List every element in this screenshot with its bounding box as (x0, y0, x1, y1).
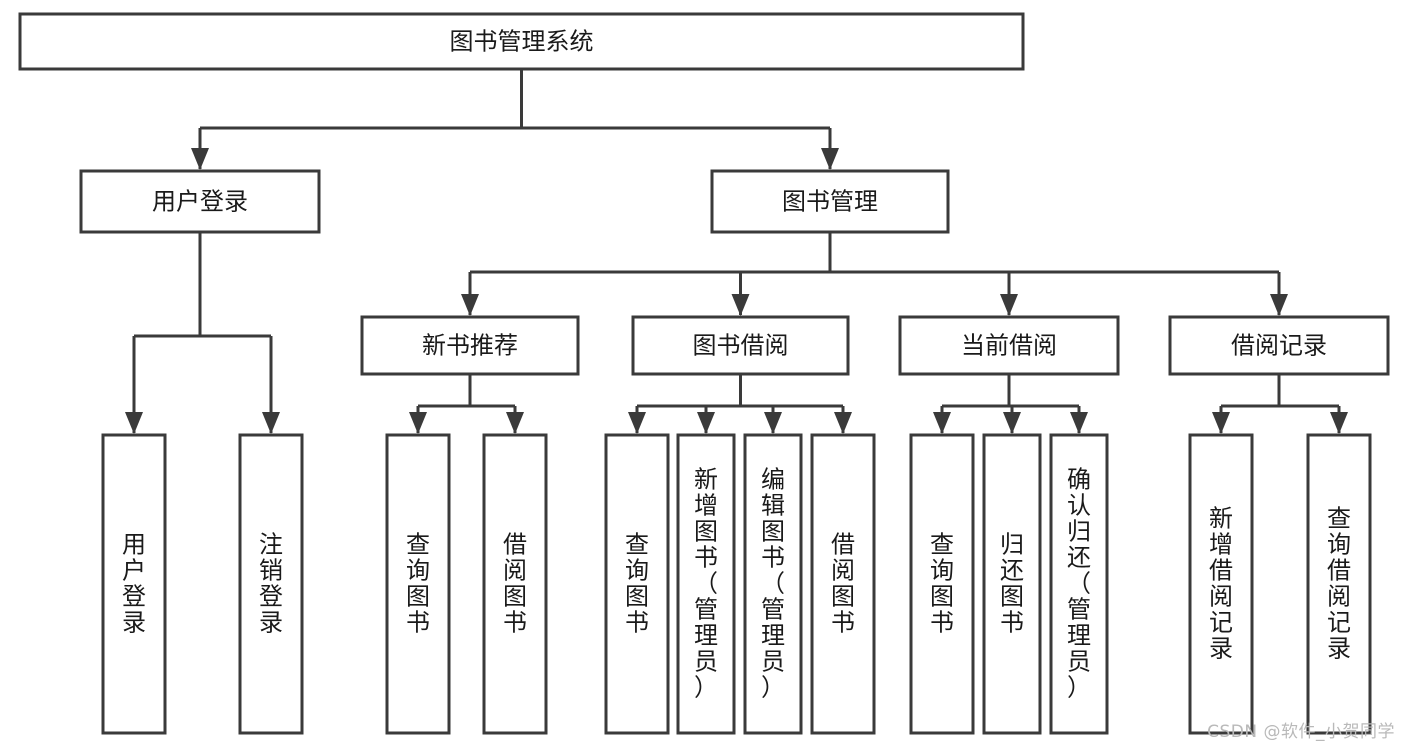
node-undefined[interactable]: 图书管理系统 (18, 12, 1025, 71)
arrow-head-icon (731, 294, 750, 316)
node-book-borrow[interactable]: 图书借阅 (631, 315, 850, 376)
node-label-leaf-logout: 注销登录 (259, 530, 283, 636)
node-label-leaf-edit-book: 编辑图书（管理员） (761, 465, 785, 701)
node-box-book-borrow (631, 315, 850, 376)
node-label-book-manage: 图书管理 (782, 188, 878, 216)
arrow-head-icon (764, 412, 782, 434)
node-box-undefined (18, 12, 1025, 71)
arrow-head-icon (191, 148, 209, 170)
node-label-leaf-return-book: 归还图书 (1000, 530, 1024, 636)
arrow-head-icon (821, 148, 839, 170)
node-label-leaf-borrow-book-1: 借阅图书 (503, 530, 527, 636)
node-current-borrow[interactable]: 当前借阅 (898, 315, 1120, 376)
arrow-head-icon (628, 412, 646, 434)
node-leaf-logout[interactable]: 注销登录 (238, 433, 304, 735)
arrow-head-icon (506, 412, 524, 434)
node-leaf-confirm-return[interactable]: 确认归还（管理员） (1049, 433, 1109, 735)
node-label-leaf-add-record: 新增借阅记录 (1209, 504, 1233, 662)
node-box-leaf-add-book (676, 433, 736, 735)
node-leaf-borrow-book-2[interactable]: 借阅图书 (810, 433, 876, 735)
node-leaf-query-record[interactable]: 查询借阅记录 (1306, 433, 1372, 735)
arrow-head-icon (1070, 412, 1088, 434)
node-leaf-return-book[interactable]: 归还图书 (982, 433, 1042, 735)
arrow-head-icon (1270, 294, 1288, 316)
node-leaf-edit-book[interactable]: 编辑图书（管理员） (743, 433, 803, 735)
node-label-leaf-borrow-book-2: 借阅图书 (831, 530, 855, 636)
arrow-head-icon (1003, 412, 1021, 434)
node-box-leaf-query-book-2 (604, 433, 670, 735)
node-leaf-add-record[interactable]: 新增借阅记录 (1188, 433, 1254, 735)
node-new-book-rec[interactable]: 新书推荐 (360, 315, 580, 376)
node-box-leaf-user-login (101, 433, 167, 735)
node-leaf-user-login[interactable]: 用户登录 (101, 433, 167, 735)
node-box-current-borrow (898, 315, 1120, 376)
node-leaf-add-book[interactable]: 新增图书（管理员） (676, 433, 736, 735)
node-label-leaf-user-login: 用户登录 (122, 530, 146, 636)
node-leaf-query-book-2[interactable]: 查询图书 (604, 433, 670, 735)
node-box-leaf-borrow-book-1 (482, 433, 548, 735)
arrow-head-icon (262, 412, 280, 434)
node-label-user-login: 用户登录 (152, 188, 248, 216)
node-box-leaf-logout (238, 433, 304, 735)
arrow-head-icon (834, 412, 852, 434)
node-box-leaf-add-record (1188, 433, 1254, 735)
node-label-borrow-record: 借阅记录 (1231, 332, 1327, 360)
node-label-leaf-query-record: 查询借阅记录 (1327, 504, 1351, 662)
node-label-leaf-confirm-return: 确认归还（管理员） (1067, 465, 1091, 701)
arrow-head-icon (697, 412, 715, 434)
node-label-undefined: 图书管理系统 (450, 28, 594, 56)
arrow-head-icon (1000, 294, 1018, 316)
arrow-head-icon (409, 412, 427, 434)
node-box-leaf-confirm-return (1049, 433, 1109, 735)
node-leaf-query-book-3[interactable]: 查询图书 (909, 433, 975, 735)
node-user-login[interactable]: 用户登录 (79, 169, 321, 234)
nodes-layer: 图书管理系统用户登录图书管理新书推荐图书借阅当前借阅借阅记录用户登录注销登录查询… (18, 12, 1390, 735)
node-label-leaf-query-book-2: 查询图书 (625, 530, 649, 636)
node-label-book-borrow: 图书借阅 (693, 332, 789, 360)
node-leaf-query-book-1[interactable]: 查询图书 (385, 433, 451, 735)
node-box-book-manage (710, 169, 950, 234)
node-leaf-borrow-book-1[interactable]: 借阅图书 (482, 433, 548, 735)
node-label-current-borrow: 当前借阅 (961, 332, 1057, 360)
arrow-head-icon (933, 412, 951, 434)
node-label-leaf-query-book-1: 查询图书 (406, 530, 430, 636)
node-box-borrow-record (1168, 315, 1390, 376)
node-box-leaf-query-book-1 (385, 433, 451, 735)
arrow-head-icon (125, 412, 143, 434)
node-box-user-login (79, 169, 321, 234)
node-box-leaf-borrow-book-2 (810, 433, 876, 735)
node-label-leaf-query-book-3: 查询图书 (930, 530, 954, 636)
arrow-head-icon (1330, 412, 1348, 434)
node-book-manage[interactable]: 图书管理 (710, 169, 950, 234)
node-box-new-book-rec (360, 315, 580, 376)
arrow-head-icon (461, 294, 479, 316)
node-borrow-record[interactable]: 借阅记录 (1168, 315, 1390, 376)
arrow-head-icon (1212, 412, 1230, 434)
node-box-leaf-query-record (1306, 433, 1372, 735)
node-label-leaf-add-book: 新增图书（管理员） (694, 465, 718, 701)
node-label-new-book-rec: 新书推荐 (422, 332, 518, 360)
node-box-leaf-edit-book (743, 433, 803, 735)
node-box-leaf-return-book (982, 433, 1042, 735)
connectors-layer (125, 69, 1348, 434)
node-box-leaf-query-book-3 (909, 433, 975, 735)
